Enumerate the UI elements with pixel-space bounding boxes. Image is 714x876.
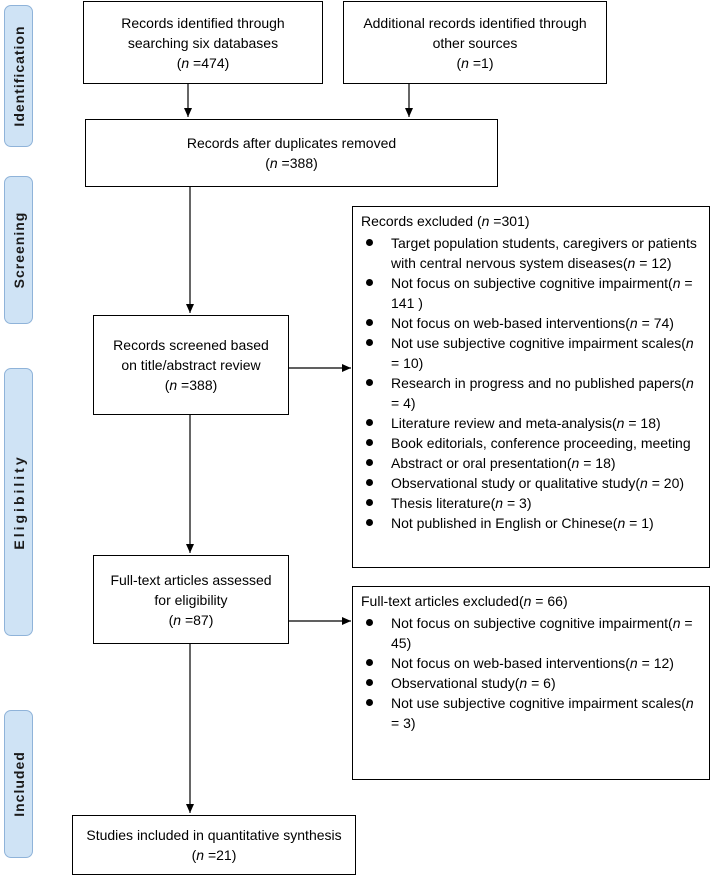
fulltext-count: (n =87) [168,611,214,628]
phase-screening: Screening [4,176,33,324]
list-item: Not focus on web-based interventions(n =… [361,653,701,673]
screened-line1: Records screened based [113,337,269,353]
phase-identification: Identification [4,5,33,147]
list-item: Not focus on web-based interventions(n =… [361,313,701,333]
records-excluded-n: 301 [501,213,525,229]
records-excluded-header-text: Records excluded ( [361,213,482,229]
list-item: Not published in English or Chinese(n = … [361,513,701,533]
records-excluded-list: Target population students, caregivers o… [361,233,701,533]
other-sources-line2: other sources [432,34,518,51]
databases-count: (n =474) [176,54,230,71]
other-sources-count: (n =1) [456,54,494,71]
list-item: Not use subjective cognitive impairment … [361,693,701,733]
list-item: Thesis literature(n = 3) [361,493,701,513]
duplicates-line1: Records after duplicates removed [186,135,397,151]
box-fulltext-excluded: Full-text articles excluded(n = 66) Not … [352,586,710,780]
box-records-excluded: Records excluded (n =301) Target populat… [352,206,710,568]
databases-line2: searching six databases [127,34,279,51]
fulltext-line1: Full-text articles assessed [110,571,272,588]
list-item: Not use subjective cognitive impairment … [361,333,701,373]
phase-included: Included [4,710,33,858]
box-fulltext-assessed: Full-text articles assessed for eligibil… [93,555,289,644]
records-excluded-header: Records excluded (n =301) [361,213,530,229]
list-item: Literature review and meta-analysis(n = … [361,413,701,433]
fulltext-excluded-list: Not focus on subjective cognitive impair… [361,613,701,733]
list-item: Not focus on subjective cognitive impair… [361,273,701,313]
box-additional-records: Additional records identified through ot… [343,1,607,84]
included-n: 21 [216,847,232,863]
databases-n: 474 [201,54,225,71]
list-item: Abstract or oral presentation(n = 18) [361,453,701,473]
list-item: Book editorials, conference proceeding, … [361,433,701,453]
box-records-screened: Records screened based on title/abstract… [93,315,289,415]
screened-n: 388 [189,377,213,393]
box-after-duplicates-removed: Records after duplicates removed (n =388… [85,119,498,187]
screened-line2: on title/abstract review [121,357,261,373]
included-line1: Studies included in quantitative synthes… [86,827,342,843]
duplicates-n: 388 [289,155,314,171]
screened-count: (n =388) [164,377,218,393]
included-count: (n =21) [191,847,237,863]
fulltext-excluded-n: 66 [547,593,563,609]
databases-line1: Records identified through [121,14,285,31]
list-item: Observational study(n = 6) [361,673,701,693]
list-item: Research in progress and no published pa… [361,373,701,413]
fulltext-n: 87 [193,611,209,628]
fulltext-excluded-header-text: Full-text articles excluded( [361,593,524,609]
phase-eligibility: Eligibility [4,368,33,636]
other-sources-line1: Additional records identified through [363,14,587,31]
fulltext-excluded-header: Full-text articles excluded(n = 66) [361,593,568,609]
other-sources-n: 1 [481,54,489,71]
list-item: Not focus on subjective cognitive impair… [361,613,701,653]
box-studies-included: Studies included in quantitative synthes… [72,815,356,875]
duplicates-count: (n =388) [265,155,318,171]
box-records-identified-databases: Records identified through searching six… [83,1,323,84]
list-item: Target population students, caregivers o… [361,233,701,273]
fulltext-line2: for eligibility [154,591,228,608]
list-item: Observational study or qualitative study… [361,473,701,493]
